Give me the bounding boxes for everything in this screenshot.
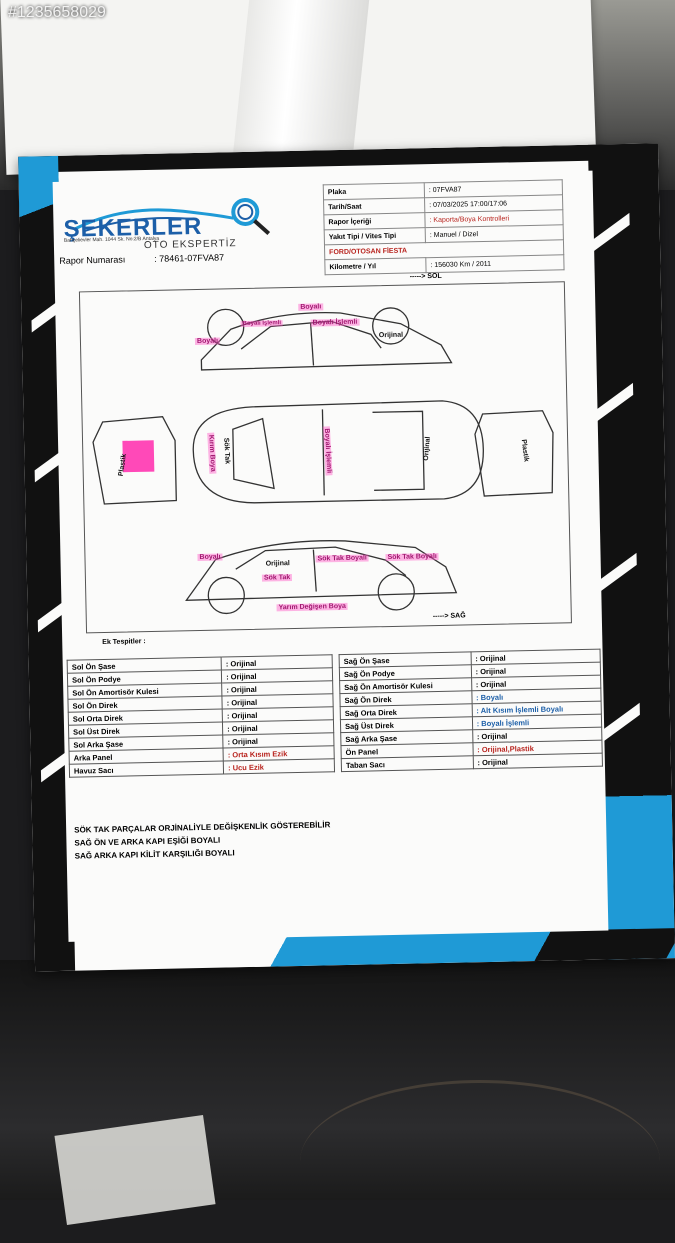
report-number-value: : 78461-07FVA87	[154, 252, 225, 264]
info-value: : 156030 Km / 2011	[425, 254, 565, 273]
company-logo: ŞEKERLER Bahçelievler Mah. 1044 Sk. No:2…	[63, 195, 274, 269]
report-content: ŞEKERLER Bahçelievler Mah. 1044 Sk. No:2…	[52, 170, 609, 942]
part-status: : Ucu Ezik	[223, 758, 335, 775]
note-yarim-degisen-boya: Yarım Değişen Boya	[276, 602, 348, 612]
direction-right-label: -----> SAĞ	[432, 612, 466, 621]
direction-left-label: -----> SOL	[409, 272, 442, 281]
car-damage-diagram: -----> SOL	[78, 273, 572, 634]
note-boyali: Boyalı	[194, 337, 221, 346]
note-boyali: Boyalı	[298, 303, 324, 311]
note-sok-tak-boyali: Sök Tak Boyalı	[315, 554, 369, 563]
report-number-label: Rapor Numarası	[59, 254, 126, 266]
note-boyali-islemli: Boyalı İşlemli	[310, 318, 360, 327]
note-boyali-islemli: Boyalı İşlemli	[240, 320, 284, 328]
inspection-report-document: ŞEKERLER Bahçelievler Mah. 1044 Sk. No:2…	[18, 143, 675, 972]
report-remarks: SÖK TAK PARÇALAR ORJİNALİYLE DEĞİŞKENLİK…	[74, 818, 331, 862]
car-magnifier-logo-icon	[72, 197, 271, 235]
vehicle-info-table: Plaka : 07FVA87 Tarih/Saat : 07/03/2025 …	[323, 179, 565, 275]
note-sok-tak: Sök Tak	[261, 574, 293, 582]
note-boyali: Boyalı	[197, 553, 223, 562]
left-parts-table: Sol Ön Şase: Orijinal Sol Ön Podye: Orij…	[67, 654, 335, 778]
part-name: Havuz Sacı	[69, 761, 224, 778]
listing-id-watermark: #1235658029	[8, 4, 106, 21]
paper-fold	[230, 0, 370, 175]
part-status: : Orijinal	[472, 753, 603, 769]
background-paper-corner	[54, 1115, 216, 1225]
logo-subtitle: OTO EKSPERTİZ	[143, 238, 237, 252]
note-orijinal: Orijinal	[378, 331, 404, 340]
car-outline-drawing	[92, 307, 554, 615]
note-orijinal: Orijinal	[265, 560, 290, 568]
note-sok-tak-boyali: Sök Tak Boyalı	[385, 552, 439, 562]
ek-tespitler-label: Ek Tespitler :	[102, 638, 146, 647]
right-parts-table: Sağ Ön Şase: Orijinal Sağ Ön Podye: Orij…	[339, 649, 603, 772]
info-label: Kilometre / Yıl	[324, 257, 427, 275]
part-name: Taban Sacı	[341, 755, 474, 772]
background-chair-edge	[300, 1080, 660, 1243]
